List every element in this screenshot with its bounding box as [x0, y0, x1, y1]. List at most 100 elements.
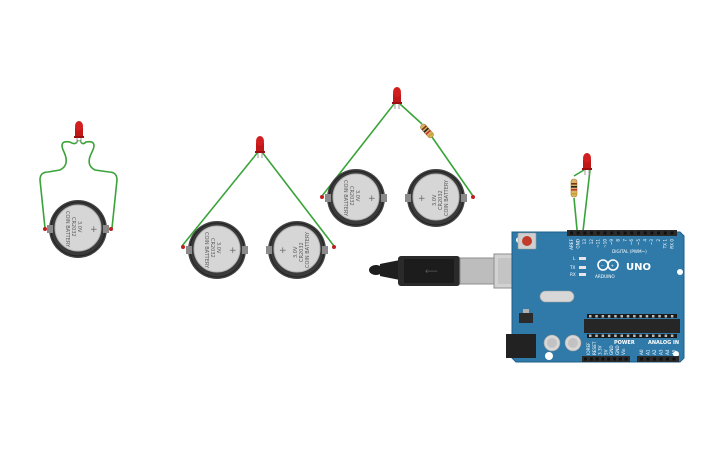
- battery-line1: COIN BATTERY: [203, 232, 209, 269]
- digital-pin-label: ~11: [596, 239, 601, 248]
- wire: [181, 151, 259, 247]
- battery-line1: COIN BATTERY: [64, 211, 70, 248]
- chip-leg: [670, 315, 674, 318]
- digital-pin-label: 7: [622, 239, 627, 242]
- chip-leg: [589, 315, 592, 318]
- chip-leg: [664, 334, 668, 337]
- battery-plus: +: [368, 194, 376, 204]
- pin-hole[interactable]: [672, 357, 676, 361]
- analog-pin-label: A4: [665, 349, 670, 355]
- power-jack[interactable]: [506, 334, 536, 358]
- pin-hole[interactable]: [659, 357, 663, 361]
- circuit-1: COIN BATTERY CR2032 3.0V +: [39, 120, 118, 259]
- wire: [79, 139, 118, 229]
- battery-line2: CR2032: [299, 242, 305, 262]
- battery-line2: CR2032: [348, 186, 354, 206]
- capacitor: [564, 334, 582, 352]
- pin-hole[interactable]: [623, 231, 627, 235]
- chip-leg: [595, 334, 598, 337]
- chip-leg: [614, 315, 617, 318]
- pin-hole[interactable]: [663, 231, 667, 235]
- indicator-l: L: [573, 256, 576, 261]
- pin-hole[interactable]: [624, 357, 628, 361]
- pin-hole[interactable]: [576, 231, 580, 235]
- chip-leg: [645, 315, 649, 318]
- chip-leg: [639, 315, 642, 318]
- battery-line3: 3.0V: [354, 190, 360, 202]
- power-pin-label: 5V: [603, 349, 608, 355]
- wire: [261, 151, 335, 247]
- analog-pin-label: A0: [639, 349, 644, 355]
- chip-leg: [658, 315, 661, 318]
- pin-hole[interactable]: [637, 231, 640, 235]
- pin-hole[interactable]: [616, 231, 620, 235]
- pin-hole[interactable]: [666, 357, 669, 361]
- power-pin-label: RESET: [592, 341, 597, 355]
- power-pin-label: GND: [609, 345, 614, 355]
- pin-hole[interactable]: [646, 357, 650, 361]
- chip-leg: [601, 315, 605, 318]
- coin-battery[interactable]: COIN BATTERY CR2032 3.0V +: [404, 168, 468, 228]
- pin-hole[interactable]: [590, 231, 594, 235]
- led[interactable]: [73, 120, 85, 144]
- model-label: UNO: [626, 262, 651, 273]
- coin-battery[interactable]: COIN BATTERY CR2032 3.0V +: [43, 199, 113, 259]
- pin-hole[interactable]: [610, 231, 614, 235]
- chip-leg: [607, 315, 611, 318]
- pin-hole[interactable]: [670, 231, 674, 235]
- analog-pin-label: A2: [652, 349, 657, 355]
- brand-label: ARDUINO: [595, 274, 615, 279]
- resistor[interactable]: [570, 178, 578, 198]
- battery-line1: COIN BATTERY: [305, 231, 311, 268]
- analog-header: [637, 356, 679, 362]
- battery-line3: 3.0V: [215, 242, 221, 254]
- wire: [581, 169, 591, 241]
- pin-hole[interactable]: [596, 231, 600, 235]
- digital-pin-label: 4: [643, 239, 648, 242]
- wire: [39, 139, 79, 229]
- pin-hole[interactable]: [607, 357, 611, 361]
- circuit-2: COIN BATTERY CR2032 3.0V + COIN BATTERY …: [181, 135, 336, 280]
- pin-hole[interactable]: [618, 357, 622, 361]
- digital-pin-label: 13: [582, 239, 587, 245]
- microcontroller-chip: [584, 314, 680, 338]
- pin-hole[interactable]: [570, 231, 573, 235]
- pin-hole[interactable]: [657, 231, 661, 235]
- coin-battery[interactable]: COIN BATTERY CR2032 3.0V +: [265, 220, 329, 280]
- pin-hole[interactable]: [643, 231, 647, 235]
- wire: [399, 103, 423, 125]
- chip-leg: [589, 334, 592, 337]
- battery-line3: 3.0V: [293, 246, 299, 258]
- power-pin-label: Vin: [621, 348, 626, 355]
- digital-header: [567, 230, 677, 236]
- battery-plus: +: [279, 246, 287, 256]
- power-pin-label: GND: [615, 345, 620, 355]
- chip-leg: [633, 334, 636, 337]
- reset-button[interactable]: [517, 232, 537, 250]
- chip-leg: [633, 315, 636, 318]
- resistor[interactable]: [419, 123, 434, 139]
- pin-hole[interactable]: [653, 357, 656, 361]
- battery-plus: +: [229, 246, 237, 256]
- pin-hole[interactable]: [595, 357, 599, 361]
- capacitor: [543, 334, 561, 352]
- coin-battery[interactable]: COIN BATTERY CR2032 3.0V +: [185, 220, 249, 280]
- pin-hole[interactable]: [630, 231, 634, 235]
- pin-hole[interactable]: [613, 357, 616, 361]
- circuit-3: COIN BATTERY CR2032 3.0V + COIN BATTERY …: [320, 86, 475, 228]
- pin-hole[interactable]: [589, 357, 593, 361]
- chip-leg: [626, 315, 630, 318]
- coin-battery[interactable]: COIN BATTERY CR2032 3.0V +: [324, 168, 388, 228]
- pin-hole[interactable]: [584, 357, 587, 361]
- pin-hole[interactable]: [640, 357, 643, 361]
- pin-hole[interactable]: [583, 231, 587, 235]
- pin-hole[interactable]: [650, 231, 654, 235]
- battery-line1: COIN BATTERY: [444, 179, 450, 216]
- pin-hole[interactable]: [601, 357, 605, 361]
- pin-hole[interactable]: [603, 231, 607, 235]
- chip-leg: [645, 334, 649, 337]
- power-pin-label: 3.3V: [598, 345, 603, 355]
